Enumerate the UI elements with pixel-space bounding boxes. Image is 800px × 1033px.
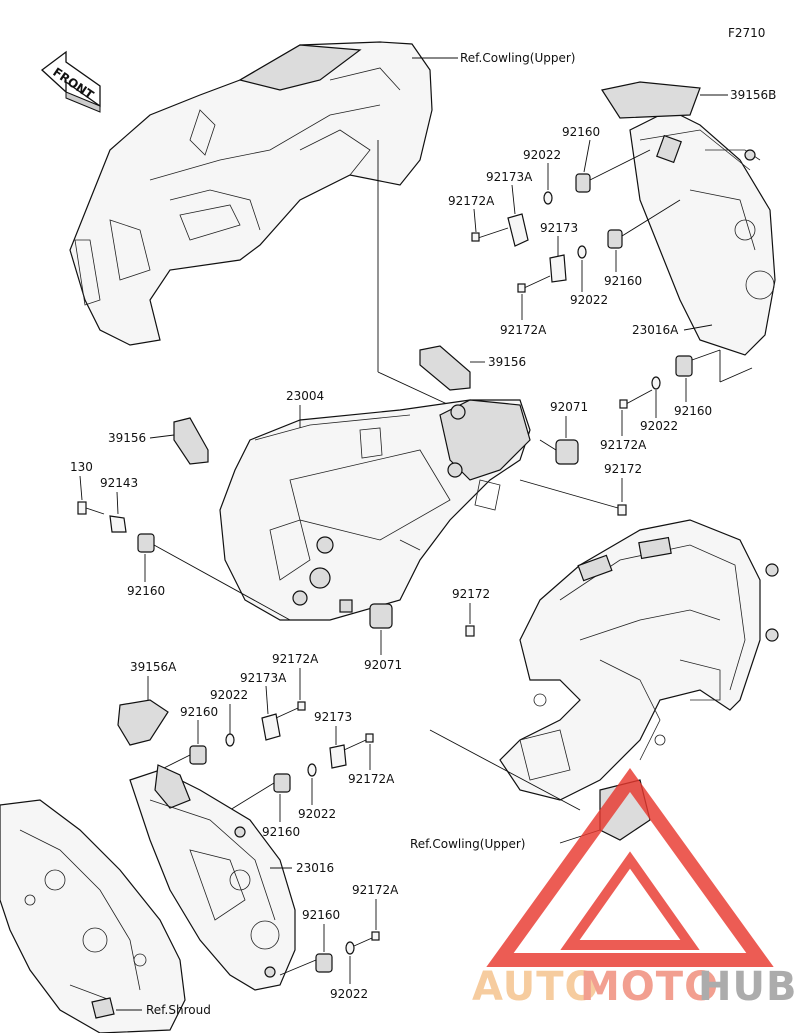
pad-39156b-drawing bbox=[601, 81, 701, 119]
label-39156-a: 39156 bbox=[488, 355, 526, 369]
watermark-hub: HUB bbox=[698, 964, 797, 1010]
label-39156a: 39156A bbox=[130, 660, 177, 674]
label-23016a: 23016A bbox=[632, 323, 679, 337]
label-92160-d: 92160 bbox=[127, 584, 165, 598]
label-92173-a: 92173 bbox=[540, 221, 578, 235]
label-92071-a: 92071 bbox=[550, 400, 588, 414]
headlight-23004-drawing bbox=[219, 399, 531, 621]
pad-39156a-drawing bbox=[117, 699, 169, 746]
label-92160-f: 92160 bbox=[262, 825, 300, 839]
front-arrow-icon: FRONT bbox=[40, 50, 101, 113]
ref-shroud: Ref.Shroud bbox=[146, 1003, 211, 1017]
label-39156b: 39156B bbox=[730, 88, 776, 102]
fastener-group-left bbox=[77, 501, 291, 621]
label-130: 130 bbox=[70, 460, 93, 474]
label-92022-a: 92022 bbox=[523, 148, 561, 162]
fastener-group-upper-right bbox=[471, 149, 681, 293]
label-92172-b: 92172 bbox=[452, 587, 490, 601]
label-92160-c: 92160 bbox=[674, 404, 712, 418]
label-92022-f: 92022 bbox=[330, 987, 368, 1001]
headlight-23016a-drawing bbox=[629, 109, 776, 356]
label-92173a-b: 92173A bbox=[240, 671, 287, 685]
pad-39156-center-drawing bbox=[419, 345, 471, 391]
label-92022-c: 92022 bbox=[640, 419, 678, 433]
label-92172a-a: 92172A bbox=[448, 194, 495, 208]
shroud-drawing bbox=[0, 799, 186, 1033]
watermark-moto: MOTO bbox=[580, 964, 719, 1010]
label-92172a-d: 92172A bbox=[272, 652, 319, 666]
label-92071-b: 92071 bbox=[364, 658, 402, 672]
headlight-23016-drawing bbox=[129, 764, 296, 991]
ref-cowling-upper-top: Ref.Cowling(Upper) bbox=[460, 51, 575, 65]
label-92172a-c: 92172A bbox=[600, 438, 647, 452]
fastener-group-lower-left bbox=[159, 701, 374, 811]
label-92173-b: 92173 bbox=[314, 710, 352, 724]
label-92172-a: 92172 bbox=[604, 462, 642, 476]
label-92172a-b: 92172A bbox=[500, 323, 547, 337]
label-92160-a: 92160 bbox=[562, 125, 600, 139]
label-23004: 23004 bbox=[286, 389, 324, 403]
label-92143: 92143 bbox=[100, 476, 138, 490]
grommet-group bbox=[369, 439, 627, 637]
watermark-auto: AUTO bbox=[472, 964, 600, 1010]
fastener-group-bottom bbox=[279, 931, 380, 976]
label-92172a-e: 92172A bbox=[348, 772, 395, 786]
automotohub-watermark: AUTO MOTO HUB bbox=[472, 768, 797, 1010]
figure-code: F2710 bbox=[728, 26, 765, 40]
label-92022-e: 92022 bbox=[298, 807, 336, 821]
ref-cowling-upper-bottom: Ref.Cowling(Upper) bbox=[410, 837, 525, 851]
label-39156-b: 39156 bbox=[108, 431, 146, 445]
fastener-group-right-middle bbox=[619, 349, 753, 409]
label-92022-d: 92022 bbox=[210, 688, 248, 702]
label-92173a-a: 92173A bbox=[486, 170, 533, 184]
label-23016: 23016 bbox=[296, 861, 334, 875]
label-92172a-f: 92172A bbox=[352, 883, 399, 897]
label-92160-g: 92160 bbox=[302, 908, 340, 922]
upper-cowling-drawing bbox=[69, 41, 433, 346]
pad-39156-left-drawing bbox=[173, 417, 209, 465]
label-92160-e: 92160 bbox=[180, 705, 218, 719]
label-92160-b: 92160 bbox=[604, 274, 642, 288]
label-92022-b: 92022 bbox=[570, 293, 608, 307]
automotohub-logo-icon bbox=[486, 768, 774, 967]
